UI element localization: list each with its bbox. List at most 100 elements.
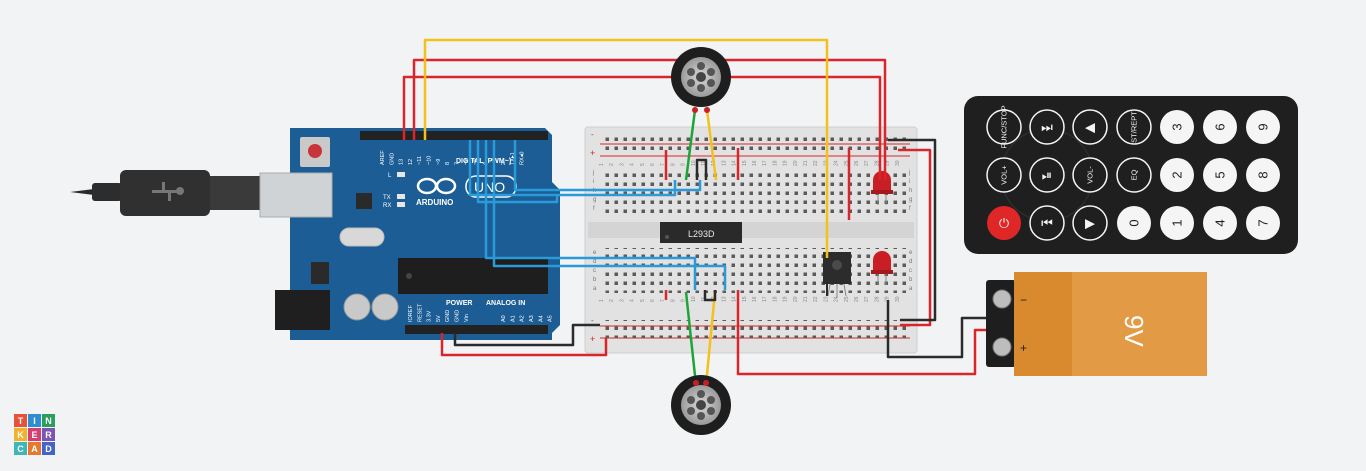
bottom-power-rail[interactable]: [601, 320, 907, 338]
wire-black[interactable]: [888, 138, 937, 322]
digital-pin-label: ~6: [464, 159, 470, 165]
wire-blue[interactable]: [468, 140, 677, 197]
column-number: 24: [834, 160, 840, 166]
battery-9v[interactable]: − + 9V: [986, 272, 1207, 376]
remote-button-num[interactable]: 8: [1246, 158, 1280, 192]
wire-green[interactable]: [684, 291, 698, 386]
remote-button-num[interactable]: 7: [1246, 206, 1280, 240]
wire-yellow[interactable]: [423, 38, 829, 258]
remote-button-num[interactable]: 2: [1160, 158, 1194, 192]
battery-minus-terminal[interactable]: [992, 289, 1012, 309]
column-number: 2: [609, 299, 615, 302]
remote-button-key[interactable]: ◀: [1072, 109, 1108, 145]
column-number: 10: [691, 296, 697, 302]
remote-button-key[interactable]: ⏮: [1029, 205, 1065, 241]
wire-black[interactable]: [453, 323, 600, 347]
battery-plus-label: +: [1020, 341, 1027, 355]
row-letter: e: [909, 250, 913, 256]
wires[interactable]: [402, 38, 990, 386]
logo-letter: R: [45, 430, 52, 440]
digital-pin-label: ~10: [427, 156, 433, 165]
remote-button-num[interactable]: 5: [1203, 158, 1237, 192]
arduino-uno-board[interactable]: L TX RX ARDUINO UNO DIGITAL (PWM~) POWER…: [259, 128, 560, 340]
column-number: 10: [691, 160, 697, 166]
wire-red[interactable]: [402, 75, 882, 180]
dc-motor-bottom[interactable]: [671, 375, 731, 435]
top-power-rail[interactable]: [601, 132, 907, 150]
remote-button-label: EQ: [1130, 169, 1139, 180]
column-number: 11: [701, 161, 707, 166]
onboard-leds: L TX RX: [383, 172, 405, 209]
remote-button-key[interactable]: FUNC/STOP: [986, 105, 1022, 149]
battery-minus-label: −: [1020, 293, 1027, 307]
remote-button-num[interactable]: 0: [1117, 206, 1151, 240]
remote-button-num[interactable]: 6: [1203, 110, 1237, 144]
red-led-bottom[interactable]: [871, 251, 893, 285]
wire-blue[interactable]: [484, 140, 697, 290]
column-number: 7: [660, 163, 666, 166]
remote-button-num[interactable]: 4: [1203, 206, 1237, 240]
remote-button-label: VOL-: [1086, 166, 1095, 184]
row-letter: c: [909, 268, 912, 274]
remote-button-key[interactable]: EQ: [1116, 157, 1152, 193]
wire-yellow[interactable]: [704, 291, 717, 386]
remote-button-key[interactable]: ⏯: [1029, 157, 1065, 193]
remote-button-label: 0: [1127, 219, 1142, 226]
digital-pin-label: 8: [445, 162, 451, 165]
column-number: 28: [874, 160, 880, 166]
logo-letter: I: [33, 416, 36, 426]
wire-blue[interactable]: [476, 140, 559, 204]
remote-button-key[interactable]: ⏻: [987, 206, 1021, 240]
chip-label: L293D: [688, 229, 715, 239]
wire-black[interactable]: [695, 158, 708, 180]
remote-button-key[interactable]: VOL-: [1072, 157, 1108, 193]
row-letter: b: [909, 277, 913, 283]
wire-black[interactable]: [703, 290, 717, 302]
remote-button-num[interactable]: 9: [1246, 110, 1280, 144]
wire-red[interactable]: [736, 290, 990, 376]
column-number: 8: [670, 299, 676, 302]
power-pin-label: A2: [520, 315, 526, 322]
remote-button-key[interactable]: ▶: [1072, 205, 1108, 241]
dc-motor-top[interactable]: [671, 47, 731, 113]
remote-button-key[interactable]: ST/REPT: [1116, 109, 1152, 145]
remote-button-label: VOL+: [1000, 165, 1009, 185]
remote-button-label: 7: [1256, 219, 1271, 226]
row-letter: g: [593, 197, 596, 203]
remote-button-label: 3: [1170, 123, 1185, 130]
wire-red[interactable]: [440, 333, 608, 357]
capacitor: [371, 293, 399, 321]
column-number: 6: [650, 163, 656, 166]
column-number: 23: [823, 296, 829, 302]
led-rx-label: RX: [383, 203, 391, 209]
wire-red[interactable]: [898, 148, 932, 327]
red-led-top[interactable]: [871, 171, 893, 205]
power-analog-pin-header[interactable]: [405, 325, 548, 334]
power-pin-label: 3.3V: [427, 310, 433, 322]
remote-button-label: 5: [1213, 171, 1228, 178]
digital-pin-label: GND: [389, 153, 395, 165]
remote-button-num[interactable]: 3: [1160, 110, 1194, 144]
wire-yellow[interactable]: [705, 109, 718, 181]
remote-button-label: ⏭: [1041, 120, 1053, 135]
column-number: 27: [864, 296, 870, 302]
digital-pin-header[interactable]: [360, 131, 548, 140]
remote-button-num[interactable]: 1: [1160, 206, 1194, 240]
wire-blue[interactable]: [492, 140, 727, 290]
remote-button-key[interactable]: ⏭: [1029, 109, 1065, 145]
column-number: 9: [681, 163, 687, 166]
remote-button-label: 8: [1256, 171, 1271, 178]
wire-green[interactable]: [684, 109, 697, 181]
remote-button-key[interactable]: VOL+: [986, 157, 1022, 193]
bottom-terminal-strip[interactable]: [601, 248, 907, 293]
wire-blue[interactable]: [513, 140, 702, 192]
digital-pin-label: RX◂0: [520, 152, 526, 165]
wire-black[interactable]: [886, 300, 990, 359]
battery-plus-terminal[interactable]: [992, 337, 1012, 357]
wire-red[interactable]: [412, 58, 887, 180]
l293d-chip[interactable]: L293D: [660, 222, 742, 243]
